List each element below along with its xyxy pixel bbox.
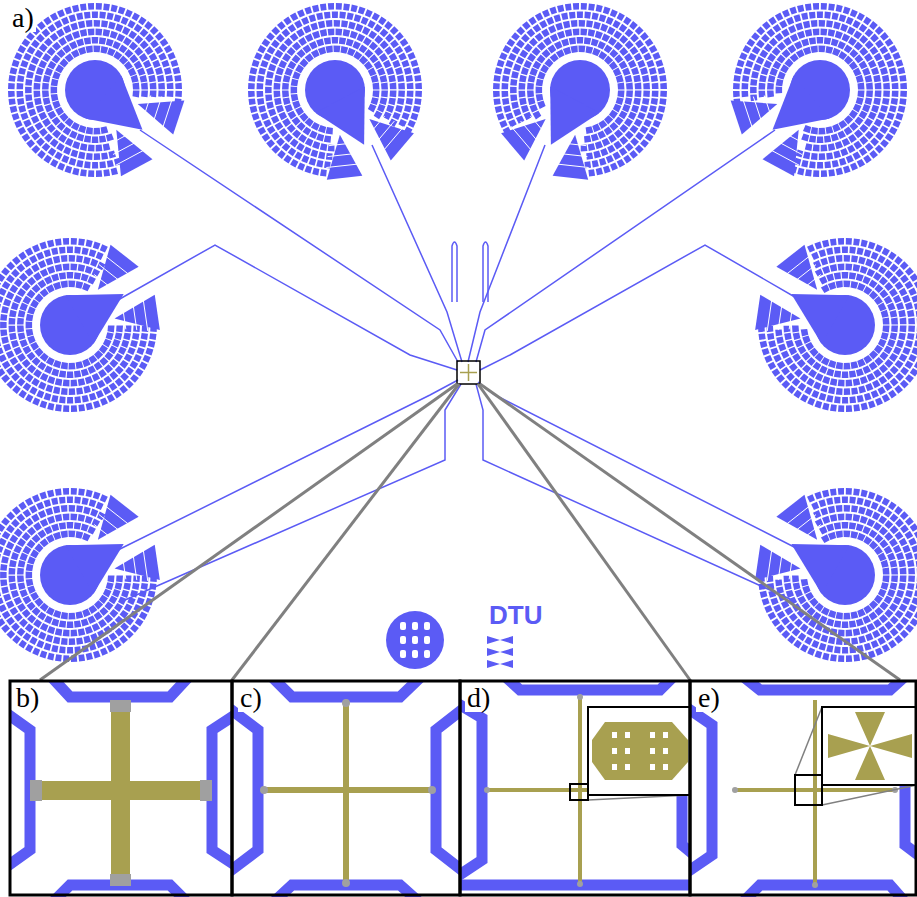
bond-pad bbox=[8, 3, 184, 177]
panel-label: c) bbox=[238, 684, 264, 712]
panel-label: a) bbox=[10, 4, 36, 32]
bond-pad bbox=[0, 488, 160, 662]
bond-pads bbox=[0, 3, 917, 662]
center-cross bbox=[460, 364, 477, 381]
zoom-box bbox=[457, 361, 480, 384]
bond-pad bbox=[248, 3, 422, 180]
panel-e bbox=[690, 680, 917, 897]
panel-c bbox=[232, 680, 460, 897]
bond-pad bbox=[731, 3, 907, 177]
panel-label: b) bbox=[14, 684, 41, 712]
panel-label: e) bbox=[696, 684, 722, 712]
traces bbox=[118, 130, 800, 600]
panel-frames bbox=[10, 681, 916, 895]
bond-pad bbox=[755, 238, 917, 412]
bond-pad bbox=[493, 3, 667, 180]
panel-b bbox=[10, 680, 232, 897]
panel-d bbox=[460, 680, 690, 887]
panel-label: d) bbox=[465, 684, 492, 712]
logo-text: DTU bbox=[487, 602, 544, 628]
bond-pad bbox=[0, 238, 160, 412]
zoom-lines bbox=[40, 384, 900, 680]
